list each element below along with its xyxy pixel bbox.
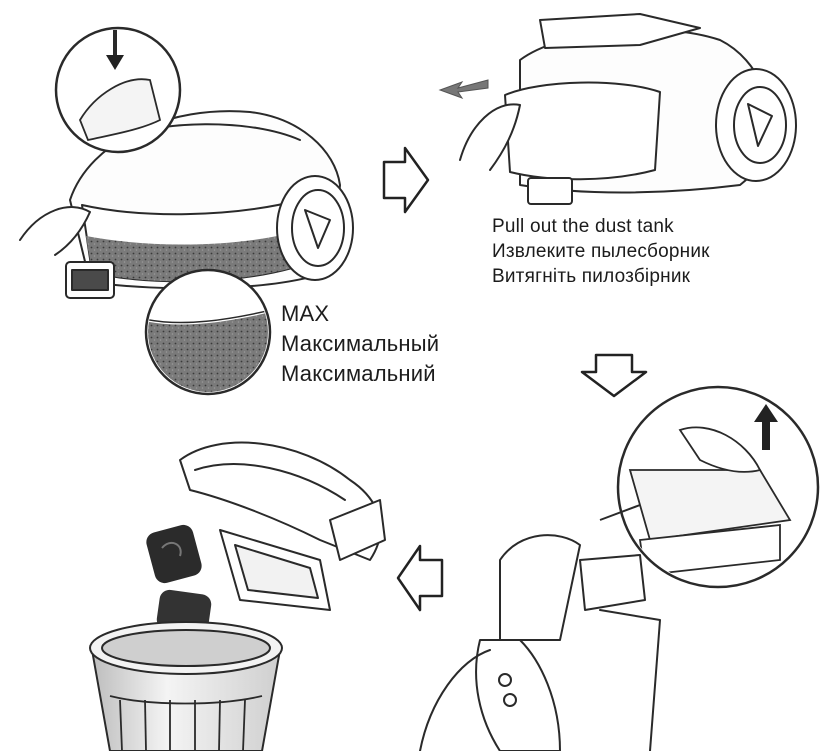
step-arrow-left bbox=[396, 544, 444, 612]
pull-out-caption: Pull out the dust tank Извлеките пылесбо… bbox=[492, 214, 710, 289]
pull-direction-arrow bbox=[438, 79, 489, 99]
tank-handle-illustration bbox=[419, 534, 661, 751]
max-label-uk: Максимальний bbox=[281, 361, 436, 386]
max-zoom-illustration bbox=[144, 268, 272, 396]
lift-arrow bbox=[754, 404, 778, 450]
max-label-en: MAX bbox=[281, 301, 330, 326]
vacuum-open-illustration bbox=[459, 13, 797, 205]
caption-line-uk: Витягніть пилозбірник bbox=[492, 266, 691, 287]
max-level-caption: MAX Максимальный Максимальний bbox=[281, 299, 439, 389]
caption-line-en: Pull out the dust tank bbox=[492, 216, 674, 237]
dust-level-fill bbox=[86, 232, 296, 282]
step-arrow-right bbox=[382, 146, 430, 214]
step-arrow-down bbox=[580, 353, 648, 398]
max-label-ru: Максимальный bbox=[281, 331, 440, 356]
caption-line-ru: Извлеките пылесборник bbox=[492, 241, 710, 262]
trash-bin-illustration bbox=[89, 621, 283, 751]
vacuum-full-illustration bbox=[19, 110, 354, 299]
latch-zoom-illustration bbox=[54, 26, 182, 154]
open-tank-illustration bbox=[179, 441, 386, 611]
